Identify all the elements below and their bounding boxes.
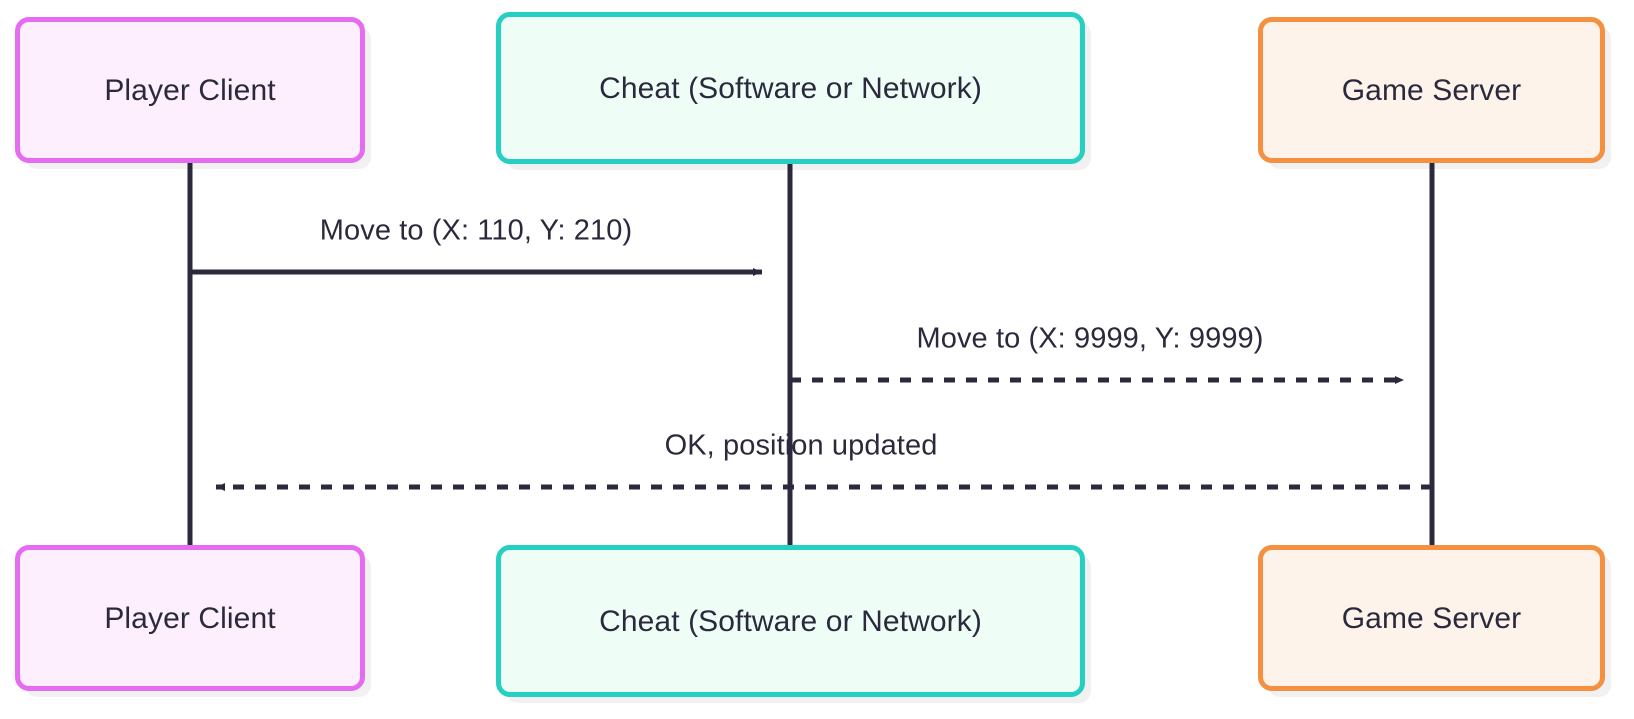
message-arrows-group [190, 268, 1432, 491]
lifelines-group [187, 163, 1435, 545]
actor-label-player-client-bottom: Player Client [104, 601, 276, 635]
actor-label-player-client-top: Player Client [104, 73, 276, 107]
msg-ok-position-updated-label: OK, position updated [664, 429, 938, 462]
actor-box-cheat-top[interactable]: Cheat (Software or Network) [496, 12, 1085, 164]
actor-box-cheat-bottom[interactable]: Cheat (Software or Network) [496, 545, 1085, 697]
actor-box-player-client-bottom[interactable]: Player Client [15, 545, 365, 691]
actor-label-game-server-bottom: Game Server [1341, 601, 1522, 635]
actor-box-game-server-top[interactable]: Game Server [1258, 17, 1605, 163]
actor-label-game-server-top: Game Server [1341, 73, 1522, 107]
msg-move-110-210-label: Move to (X: 110, Y: 210) [319, 214, 633, 247]
actor-box-player-client-top[interactable]: Player Client [15, 17, 365, 163]
actor-label-cheat-top: Cheat (Software or Network) [599, 71, 982, 105]
actor-label-cheat-bottom: Cheat (Software or Network) [599, 604, 982, 638]
msg-move-9999-9999-label: Move to (X: 9999, Y: 9999) [916, 322, 1264, 355]
actor-box-game-server-bottom[interactable]: Game Server [1258, 545, 1605, 691]
